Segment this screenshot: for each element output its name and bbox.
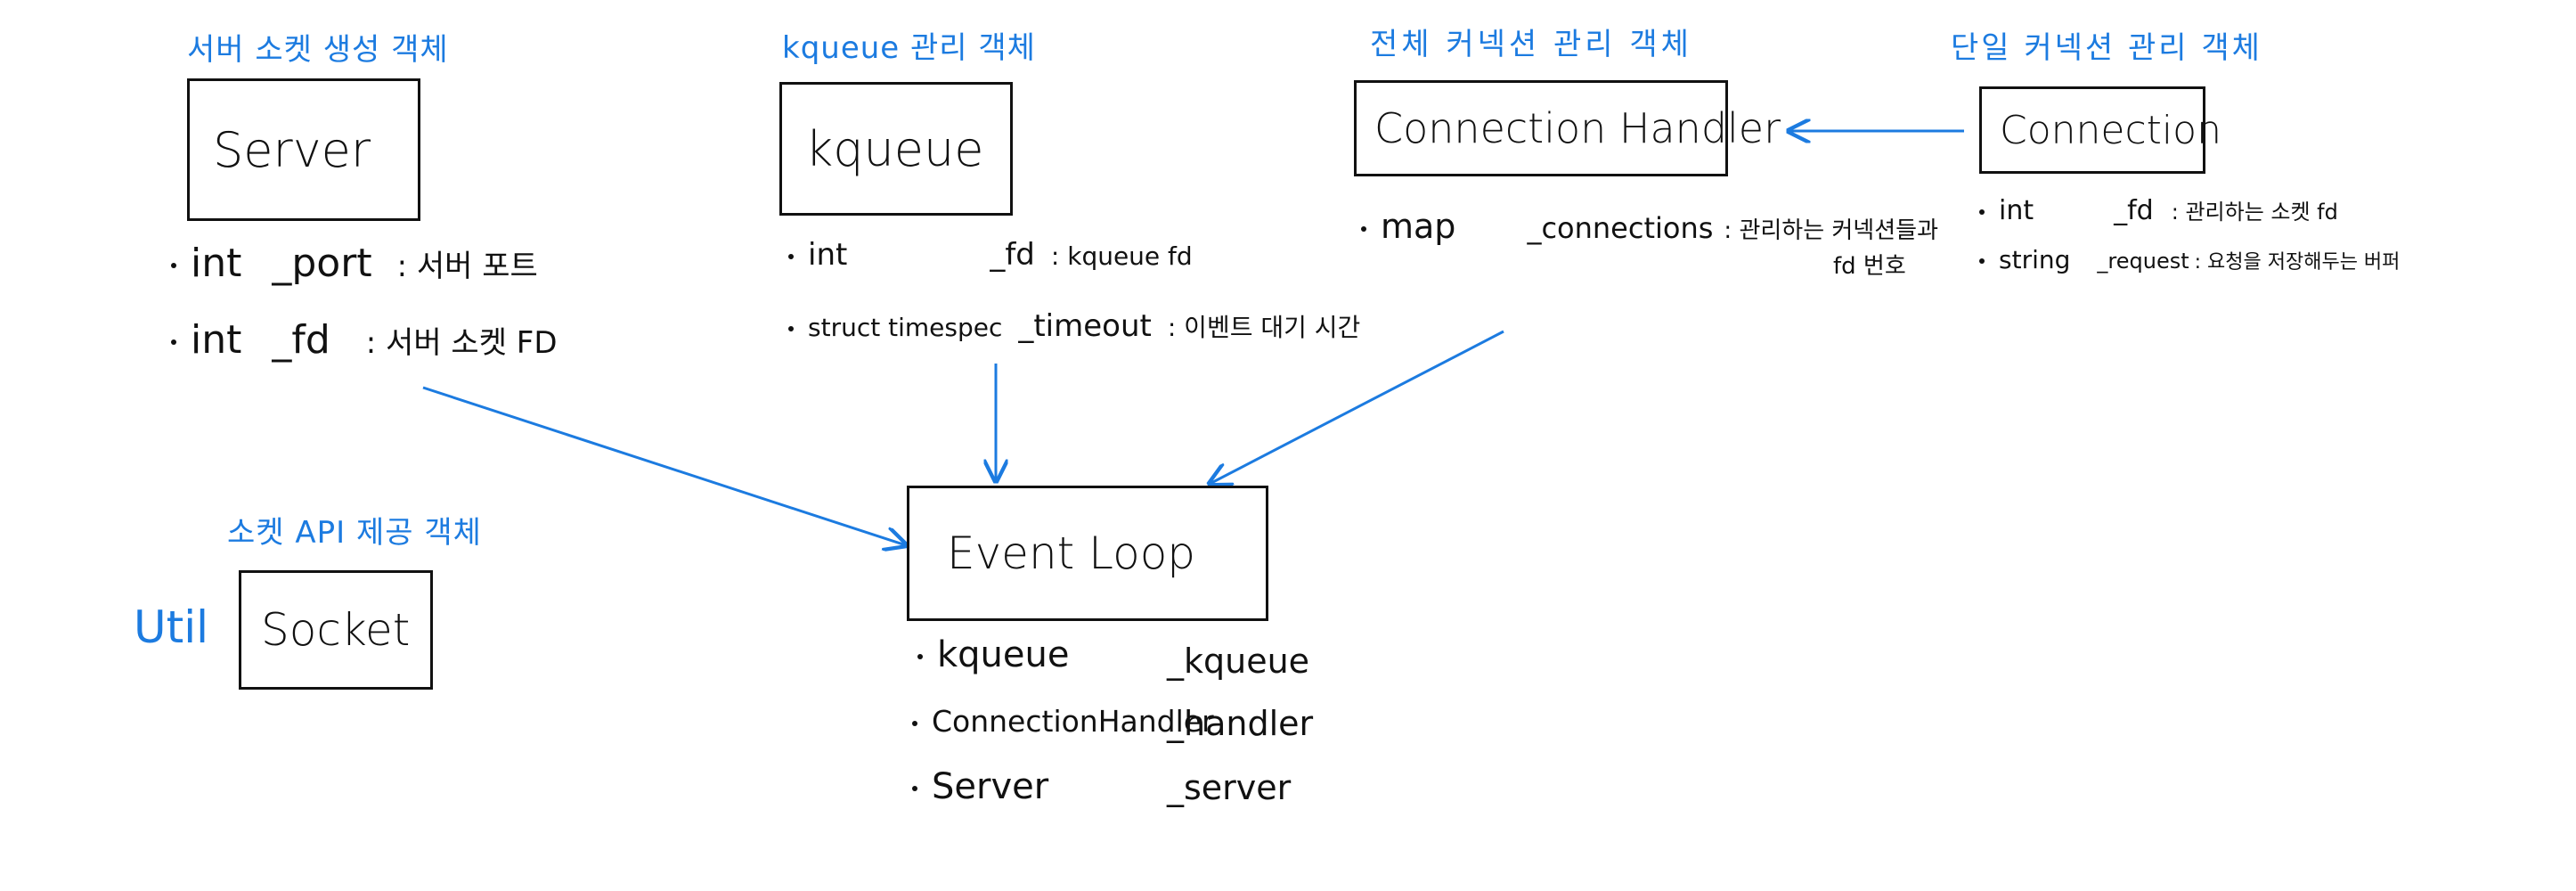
handler-box: Connection Handler: [1354, 80, 1781, 176]
field-desc: : 서버 포트: [396, 249, 538, 284]
connection-caption: 단일 커넥션 관리 객체: [1951, 30, 2262, 66]
field-type: int: [191, 241, 242, 286]
handler-caption: 전체 커넥션 관리 객체: [1370, 27, 1692, 62]
field-desc: : 관리하는 소켓 fd: [2171, 200, 2338, 225]
field-name: _fd: [2114, 195, 2154, 226]
field-type: string: [1999, 245, 2071, 274]
server-box: Server: [187, 78, 420, 221]
kqueue-title: kqueue: [805, 120, 984, 177]
field-type: map: [1381, 207, 1456, 246]
field-desc: : 서버 소켓 FD: [365, 325, 558, 361]
kqueue-field-fd: int _fd : kqueue fd: [788, 237, 1193, 273]
kqueue-caption: kqueue 관리 객체: [782, 30, 1036, 66]
eventloop-box: Event Loop: [907, 486, 1268, 621]
eventloop-title: Event Loop: [947, 527, 1196, 579]
handler-field-connections: map _connections : 관리하는 커넥션들과: [1361, 207, 1938, 246]
field-name: _fd: [272, 317, 330, 363]
server-field-fd: int _fd : 서버 소켓 FD: [171, 317, 558, 363]
connection-field-fd: int _fd : 관리하는 소켓 fd: [1979, 194, 2338, 226]
field-desc: : 이벤트 대기 시간: [1167, 313, 1361, 342]
kqueue-box: kqueue: [779, 82, 1013, 216]
handler-field-desc-cont: fd 번호: [1833, 253, 1906, 280]
field-type: kqueue: [937, 634, 1070, 675]
handler-title: Connection Handler: [1374, 104, 1781, 152]
bullet-icon: [912, 720, 917, 726]
bullet-icon: [788, 326, 794, 331]
field-name: _port: [272, 241, 372, 286]
field-name: _request: [2097, 249, 2189, 274]
field-type: int: [191, 317, 242, 363]
arrow-server-to-eventloop: [422, 386, 906, 545]
field-type: ConnectionHandler: [932, 704, 1214, 739]
eventloop-field-type: Server: [912, 766, 1048, 807]
field-type: Server: [932, 766, 1049, 807]
connection-field-request: string _request: 요청을 저장해두는 버퍼: [1979, 245, 2400, 274]
kqueue-field-timeout: struct timespec _timeout : 이벤트 대기 시간: [788, 308, 1360, 344]
field-name: _fd: [990, 237, 1035, 273]
eventloop-field-name: _handler: [1167, 704, 1314, 743]
eventloop-field-type: ConnectionHandler: [912, 704, 1214, 739]
socket-box: Socket: [239, 570, 433, 690]
util-label: Util: [134, 601, 208, 653]
bullet-icon: [917, 654, 923, 659]
socket-caption: 소켓 API 제공 객체: [227, 515, 482, 551]
server-field-port: int _port : 서버 포트: [171, 241, 538, 286]
connection-title: Connection: [2000, 107, 2221, 153]
arrow-handler-to-eventloop: [1210, 330, 1504, 484]
field-desc: : kqueue fd: [1050, 241, 1193, 271]
field-type: int: [1999, 195, 2034, 226]
field-type: int: [808, 237, 848, 273]
field-desc: : 요청을 저장해두는 버퍼: [2194, 251, 2401, 274]
field-name: _timeout: [1018, 308, 1152, 344]
bullet-icon: [788, 253, 794, 259]
bullet-icon: [171, 263, 176, 268]
eventloop-field-name: _kqueue: [1167, 642, 1310, 681]
field-type: struct timespec: [808, 313, 1003, 342]
bullet-icon: [1361, 225, 1366, 232]
bullet-icon: [1979, 258, 1985, 264]
field-desc: : 관리하는 커넥션들과: [1724, 217, 1938, 244]
eventloop-field-name: _server: [1167, 768, 1292, 807]
bullet-icon: [912, 786, 917, 791]
connection-box: Connection: [1979, 86, 2221, 174]
field-name: _connections: [1527, 211, 1714, 245]
eventloop-field-type: kqueue: [917, 634, 1069, 675]
bullet-icon: [1979, 208, 1985, 215]
bullet-icon: [171, 339, 176, 345]
server-caption: 서버 소켓 생성 객체: [187, 32, 449, 68]
server-title: Server: [213, 121, 371, 178]
socket-title: Socket: [261, 604, 411, 656]
